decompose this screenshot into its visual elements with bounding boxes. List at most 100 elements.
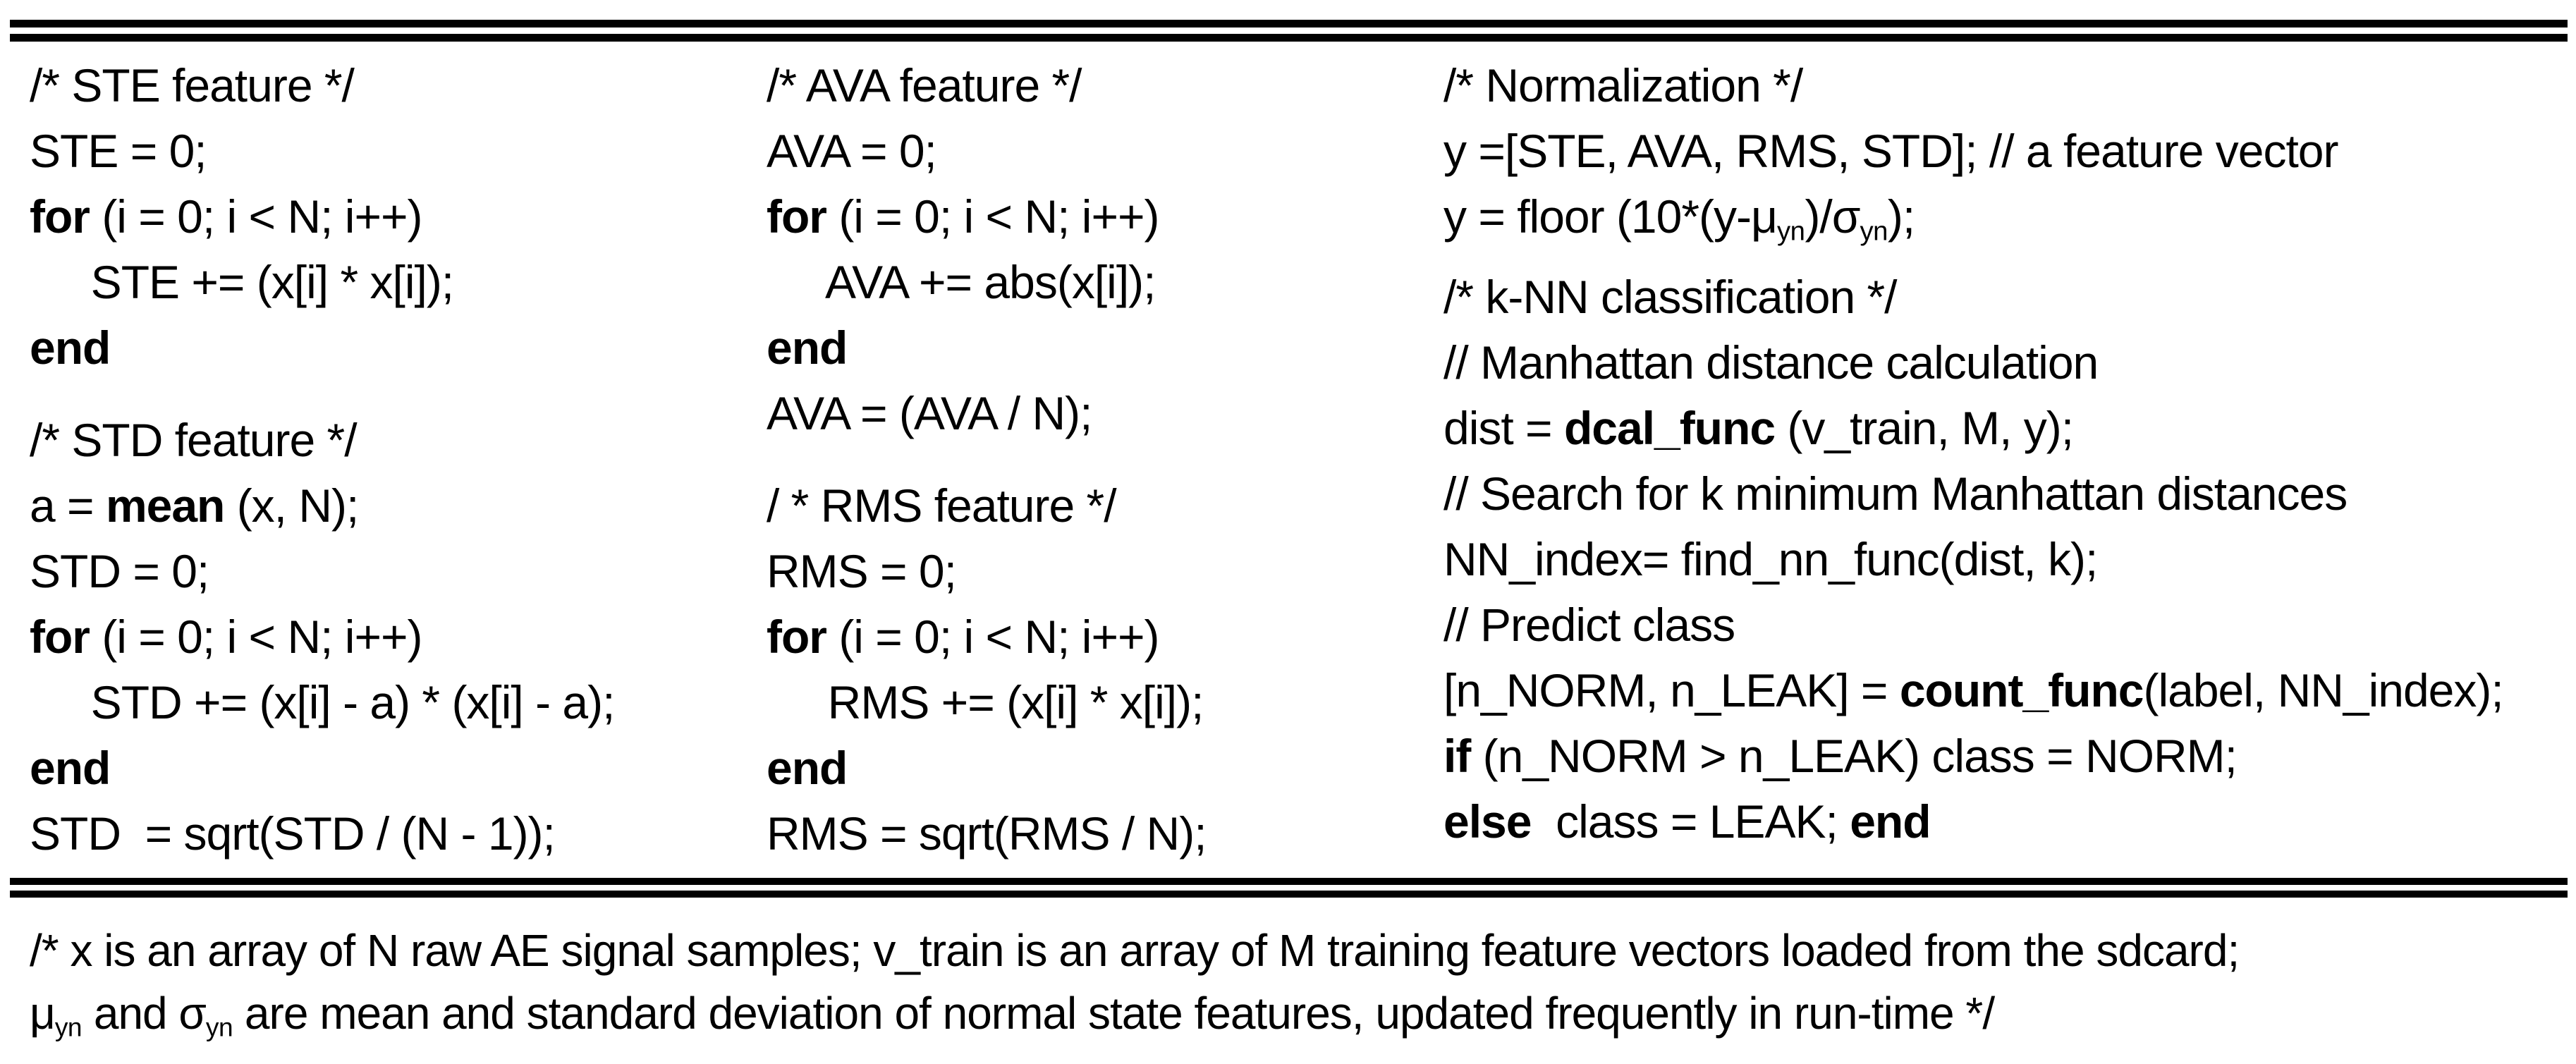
keyword-text: mean <box>105 479 225 532</box>
code-line: [n_NORM, n_LEAK] = count_func(label, NN_… <box>1443 658 2572 723</box>
code-text: )/σ <box>1805 190 1860 243</box>
code-text: RMS += (x[i] * x[i]); <box>767 676 1204 728</box>
code-text: / * RMS feature */ <box>767 479 1117 532</box>
code-text: class = LEAK; <box>1531 795 1850 848</box>
code-text: STD += (x[i] - a) * (x[i] - a); <box>30 676 616 728</box>
code-text: AVA = 0; <box>767 125 937 177</box>
code-line: /* STD feature */ <box>30 408 749 473</box>
top-double-rule-line-2 <box>10 34 2568 42</box>
subscript-text: yn <box>1777 216 1805 247</box>
code-line: for (i = 0; i < N; i++) <box>767 604 1422 670</box>
code-text: y =[STE, AVA, RMS, STD]; // a feature ve… <box>1443 125 2338 177</box>
code-line: μyn and σyn are mean and standard deviat… <box>30 982 2568 1058</box>
code-line: y = floor (10*(y-μyn)/σyn); <box>1443 184 2572 264</box>
code-text: /* STE feature */ <box>30 59 355 111</box>
code-text: are mean and standard deviation of norma… <box>233 988 1995 1039</box>
code-line: end <box>30 735 749 801</box>
code-section: /* STD feature */ a = mean (x, N); STD = 0… <box>30 408 749 867</box>
code-line: STE = 0; <box>30 118 749 184</box>
code-text: NN_index= find_nn_func(dist, k); <box>1443 532 2098 585</box>
code-line: dist = dcal_func (v_train, M, y); <box>1443 396 2572 461</box>
code-column-normalization-knn: /* Normalization */ y =[STE, AVA, RMS, ST… <box>1443 53 2572 855</box>
keyword-text: for <box>30 190 90 243</box>
keyword-text: for <box>767 190 827 243</box>
code-text: /* x is an array of N raw AE signal samp… <box>30 925 2240 976</box>
keyword-text: end <box>1850 795 1931 848</box>
code-line: STD = sqrt(STD / (N - 1)); <box>30 801 749 867</box>
code-text: // Manhattan distance calculation <box>1443 336 2099 389</box>
code-text: (x, N); <box>224 479 360 532</box>
code-text: [n_NORM, n_LEAK] = <box>1443 664 1900 716</box>
code-text: // Search for k minimum Manhattan distan… <box>1443 467 2348 520</box>
code-section: /* x is an array of N raw AE signal samp… <box>30 919 2568 1058</box>
middle-double-rule-line-1 <box>10 878 2568 885</box>
code-line: /* AVA feature */ <box>767 53 1422 118</box>
code-text: /* k-NN classification */ <box>1443 270 1898 323</box>
code-text: and σ <box>82 988 207 1039</box>
code-text: AVA += abs(x[i]); <box>767 256 1156 308</box>
code-line: RMS = sqrt(RMS / N); <box>767 801 1422 867</box>
code-text: // Predict class <box>1443 598 1735 651</box>
code-line: STD = 0; <box>30 539 749 604</box>
code-text: (i = 0; i < N; i++) <box>826 611 1159 663</box>
code-text: /* Normalization */ <box>1443 59 1803 111</box>
code-line: for (i = 0; i < N; i++) <box>767 184 1422 250</box>
keyword-text: if <box>1443 729 1471 782</box>
code-text: (n_NORM > n_LEAK) class = NORM; <box>1470 729 2238 782</box>
code-text: STE += (x[i] * x[i]); <box>30 256 454 308</box>
code-text: (i = 0; i < N; i++) <box>826 190 1159 243</box>
code-section: /* STE feature */ STE = 0; for (i = 0; i <… <box>30 53 749 381</box>
footnote: /* x is an array of N raw AE signal samp… <box>30 919 2568 1058</box>
keyword-text: count_func <box>1899 664 2144 716</box>
code-column-ava-rms: /* AVA feature */ AVA = 0; for (i = 0; i <… <box>767 53 1422 867</box>
middle-double-rule-line-2 <box>10 891 2568 898</box>
code-line: AVA += abs(x[i]); <box>767 250 1422 315</box>
code-line: end <box>767 735 1422 801</box>
code-text: ); <box>1887 190 1915 243</box>
keyword-text: end <box>30 742 111 794</box>
code-section: /* AVA feature */ AVA = 0; for (i = 0; i <… <box>767 53 1422 446</box>
code-column-ste-std: /* STE feature */ STE = 0; for (i = 0; i <… <box>30 53 749 867</box>
code-line: AVA = (AVA / N); <box>767 381 1422 446</box>
code-line: /* STE feature */ <box>30 53 749 118</box>
keyword-text: for <box>767 611 827 663</box>
code-text: STD = 0; <box>30 545 209 597</box>
code-section: / * RMS feature */ RMS = 0; for (i = 0; i … <box>767 473 1422 867</box>
code-line: NN_index= find_nn_func(dist, k); <box>1443 527 2572 592</box>
code-line: for (i = 0; i < N; i++) <box>30 604 749 670</box>
code-text: RMS = sqrt(RMS / N); <box>767 807 1207 860</box>
code-line: RMS = 0; <box>767 539 1422 604</box>
code-line: end <box>30 315 749 381</box>
keyword-text: end <box>767 742 848 794</box>
code-text: /* STD feature */ <box>30 414 358 466</box>
code-text: dist = <box>1443 401 1564 454</box>
code-line: end <box>767 315 1422 381</box>
code-line: /* x is an array of N raw AE signal samp… <box>30 919 2568 982</box>
code-line: STE += (x[i] * x[i]); <box>30 250 749 315</box>
code-line: STD += (x[i] - a) * (x[i] - a); <box>30 670 749 735</box>
code-line: RMS += (x[i] * x[i]); <box>767 670 1422 735</box>
code-line: a = mean (x, N); <box>30 473 749 539</box>
code-text: a = <box>30 479 106 532</box>
keyword-text: else <box>1443 795 1532 848</box>
keyword-text: end <box>30 322 111 374</box>
code-text: RMS = 0; <box>767 545 957 597</box>
code-line: // Manhattan distance calculation <box>1443 330 2572 396</box>
code-line: /* k-NN classification */ <box>1443 264 2572 330</box>
code-text: /* AVA feature */ <box>767 59 1082 111</box>
code-text: STD = sqrt(STD / (N - 1)); <box>30 807 556 860</box>
code-line: y =[STE, AVA, RMS, STD]; // a feature ve… <box>1443 118 2572 184</box>
code-line: for (i = 0; i < N; i++) <box>30 184 749 250</box>
keyword-text: for <box>30 611 90 663</box>
code-text: STE = 0; <box>30 125 207 177</box>
code-text: μ <box>30 988 56 1039</box>
code-text: y = floor (10*(y-μ <box>1443 190 1778 243</box>
code-line: else class = LEAK; end <box>1443 789 2572 855</box>
code-line: // Search for k minimum Manhattan distan… <box>1443 461 2572 527</box>
code-line: // Predict class <box>1443 592 2572 658</box>
subscript-text: yn <box>205 1012 233 1042</box>
subscript-text: yn <box>1860 216 1888 247</box>
code-text: (v_train, M, y); <box>1775 401 2074 454</box>
code-line: / * RMS feature */ <box>767 473 1422 539</box>
code-line: /* Normalization */ <box>1443 53 2572 118</box>
